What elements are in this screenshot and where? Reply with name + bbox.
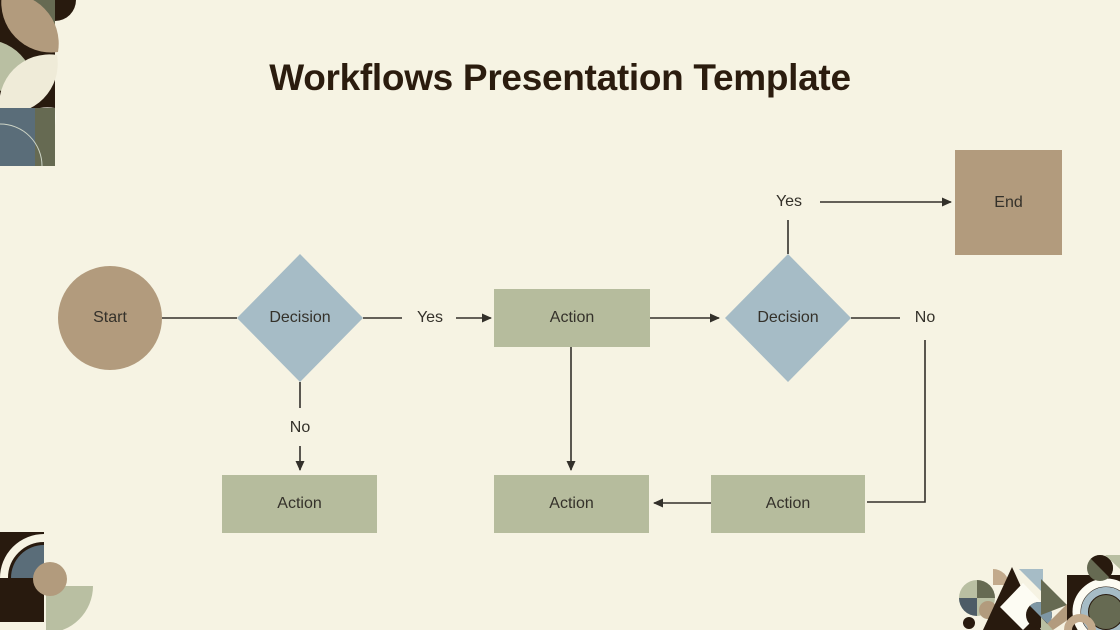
edge-no2-to-action4 [867,340,926,503]
slide-title[interactable]: Workflows Presentation Template [269,57,851,98]
flow-node-decision-1-label: Decision [269,309,331,326]
flow-node-action-3[interactable]: Action [494,475,649,533]
flow-node-action-1[interactable]: Action [494,289,650,347]
edge-label-no-1[interactable]: No [289,419,311,436]
flow-node-action-1-label: Action [549,309,595,326]
edge-label-yes-2[interactable]: Yes [775,193,803,210]
flow-node-end[interactable]: End [955,150,1062,255]
flow-node-start[interactable]: Start [58,266,162,370]
flow-node-action-2-label: Action [277,495,322,512]
edge-label-no-2[interactable]: No [914,309,936,326]
flow-node-action-3-label: Action [549,495,594,512]
flow-node-action-4[interactable]: Action [711,475,865,533]
flow-node-action-2[interactable]: Action [222,475,377,533]
flow-node-decision-2-label: Decision [757,309,819,326]
edge-label-yes-1[interactable]: Yes [416,309,444,326]
flow-node-start-label: Start [93,309,127,326]
flow-node-end-label: End [994,193,1023,211]
flow-node-action-4-label: Action [765,495,811,512]
